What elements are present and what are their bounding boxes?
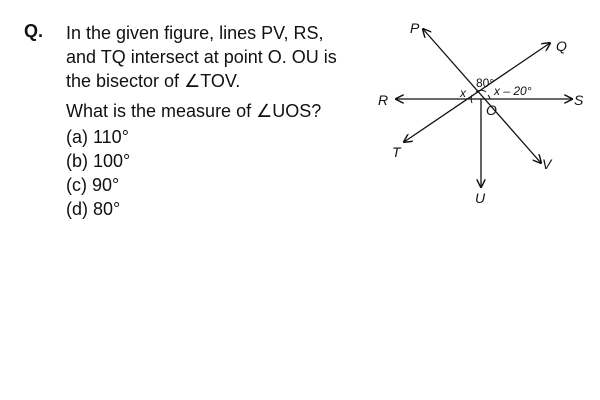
label-p: P — [410, 20, 420, 36]
statement-line-1: In the given figure, lines PV, RS, — [66, 23, 324, 43]
label-r: R — [378, 92, 388, 108]
option-a[interactable]: (a) 110° — [66, 127, 129, 147]
angle-arc-x — [470, 94, 473, 104]
angle-label-80: 80° — [476, 76, 494, 90]
angle-arc-80 — [475, 89, 487, 93]
angle-label-x: x — [459, 86, 467, 100]
statement-line-3: the bisector of ∠TOV. — [66, 71, 241, 91]
option-d[interactable]: (d) 80° — [66, 199, 121, 219]
question-block: In the given figure, lines PV, RS, and T… — [66, 21, 366, 221]
angle-arc-x-20 — [487, 94, 491, 100]
question-ask: What is the measure of ∠UOS? — [66, 101, 322, 121]
angle-label-x-20: x – 20° — [493, 84, 532, 98]
question-statement: In the given figure, lines PV, RS, and T… — [66, 21, 366, 93]
geometry-figure: P Q R S T V U O x 80° x – 20° — [378, 20, 584, 206]
label-u: U — [475, 190, 486, 206]
label-q: Q — [556, 38, 567, 54]
label-v: V — [542, 156, 553, 172]
statement-line-2: and TQ intersect at point O. OU is — [66, 47, 337, 67]
label-o: O — [486, 102, 497, 118]
line-pv — [423, 29, 541, 163]
answer-options: (a) 110° (b) 100° (c) 90° (d) 80° — [66, 125, 366, 221]
option-b[interactable]: (b) 100° — [66, 151, 131, 171]
label-s: S — [574, 92, 584, 108]
question-number: Q. — [24, 21, 44, 41]
label-t: T — [392, 144, 402, 160]
option-c[interactable]: (c) 90° — [66, 175, 120, 195]
